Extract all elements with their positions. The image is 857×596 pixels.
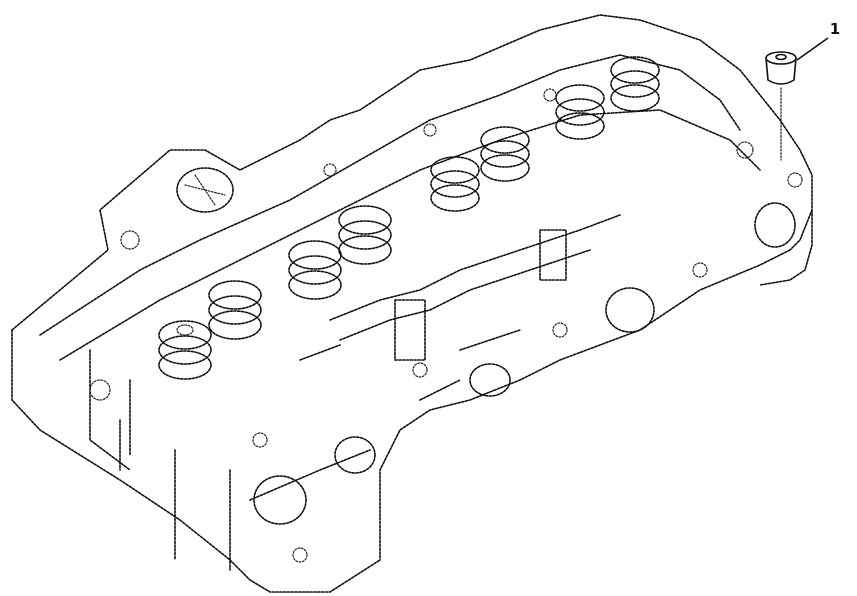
valve-spring xyxy=(610,56,660,112)
cap-part xyxy=(765,51,797,161)
valve-spring xyxy=(208,280,262,340)
valve-spring xyxy=(288,240,342,300)
front-port xyxy=(176,167,234,213)
callout-number: 1 xyxy=(830,20,840,38)
cylinder-head-body xyxy=(11,14,813,593)
valve-spring xyxy=(480,126,530,182)
valve-spring xyxy=(338,205,392,265)
valve-spring xyxy=(158,320,212,380)
lower-port xyxy=(469,363,511,397)
valve-spring xyxy=(430,156,480,212)
lower-port xyxy=(334,436,376,474)
side-port xyxy=(754,202,796,248)
injector-boss xyxy=(394,299,426,361)
valve-springs xyxy=(158,56,660,380)
ports xyxy=(89,88,803,563)
leader-line xyxy=(796,37,829,61)
rocker-detail xyxy=(299,214,621,401)
lower-port xyxy=(253,475,307,525)
side-port xyxy=(605,287,655,333)
valve-spring xyxy=(555,84,605,140)
callout-1: 1 xyxy=(796,20,840,61)
injector-boss xyxy=(539,229,567,281)
